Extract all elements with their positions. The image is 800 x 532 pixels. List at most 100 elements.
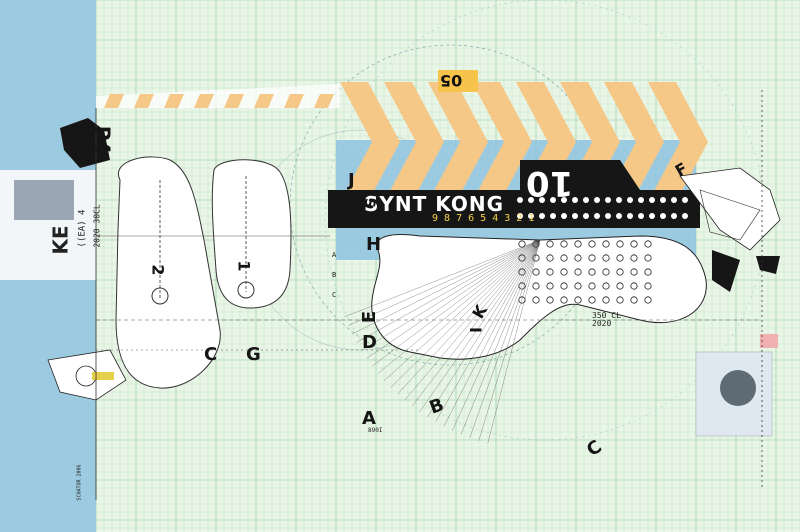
band-dot [561,197,567,203]
left-small-text: 2020 30CL [92,204,102,248]
fan-line [404,239,541,401]
chevron [428,82,488,202]
stripe-bar [164,94,184,108]
fan-line [411,239,541,407]
hole [588,268,596,276]
band-dot [539,197,545,203]
band-perforations [517,197,688,219]
stripe-bar [104,94,124,108]
fan-line [397,239,541,395]
hole [630,254,638,262]
hole [532,268,540,276]
hole [560,296,568,304]
band-dot [572,197,578,203]
band-dot [583,197,589,203]
fan-line [427,239,541,418]
hole [644,254,652,262]
band-dot [583,213,589,219]
band-title: SYNT KONG [364,192,504,216]
fan-line [460,239,541,435]
hole [616,268,624,276]
hole [616,282,624,290]
column-label-a: A [332,251,337,259]
letter-a: A [362,408,376,429]
left-logo: P4 [90,125,115,155]
white-amoeba-shape [371,234,707,360]
band-dot [605,213,611,219]
band-dot [649,197,655,203]
hole [616,296,624,304]
top-badge: 05 [440,71,463,90]
hole [560,282,568,290]
hole [630,268,638,276]
stripe-bar [284,94,304,108]
hole [588,254,596,262]
letter-d: D [362,332,377,353]
hole [644,296,652,304]
stripe-bar [314,94,334,108]
band-dot [660,197,666,203]
hole [546,240,554,248]
hole [602,268,610,276]
hole [560,254,568,262]
hole [616,240,624,248]
fan-line [478,239,541,441]
letter-c-left: C [204,344,218,365]
hole [574,254,582,262]
fan-line [356,239,541,343]
fan-line [377,239,541,374]
fan-line [348,239,541,326]
fan-line [443,239,541,427]
pink-tag [760,334,778,348]
band-dot [605,197,611,203]
hole [532,296,540,304]
fan-line [352,239,541,335]
right-photo-object [720,370,756,406]
radiating-fan-lines [344,239,541,444]
striped-band-top [96,84,340,108]
band-dot [638,197,644,203]
letter-h: H [366,234,382,255]
hole [574,296,582,304]
hole [630,240,638,248]
band-dot [528,197,534,203]
chevron [384,82,444,202]
fan-line [390,239,541,388]
left-pod-2 [211,159,292,309]
hole [602,254,610,262]
band-dot [682,197,688,203]
hole [602,282,610,290]
hole [588,282,596,290]
letter-g: G [246,344,261,365]
hole [588,240,596,248]
band-digits: 9 8 7 6 5 4 3 2 1 [432,213,535,224]
chevron [604,82,664,202]
left-black-glyph [60,118,110,168]
hole [546,296,554,304]
fan-line [344,239,541,318]
left-photo [14,180,74,220]
letter-j: J [348,170,355,191]
hole [574,282,582,290]
fan-line [451,239,541,431]
band-dot [660,213,666,219]
hole [602,296,610,304]
fan-line [361,239,541,351]
bottom-left-text: SCHATOR 2006 [76,464,83,501]
band-dot [671,213,677,219]
right-code-bottom: 2020 [592,319,612,328]
hole [574,268,582,276]
left-pod-1 [115,156,221,389]
band-dot [649,213,655,219]
band-dot [616,197,622,203]
band-dot [572,213,578,219]
column-label-b: B [332,271,337,279]
fan-line [371,239,541,367]
hole [644,240,652,248]
band-dot [627,197,633,203]
hole [588,296,596,304]
band-dot [638,213,644,219]
band-dot [682,213,688,219]
